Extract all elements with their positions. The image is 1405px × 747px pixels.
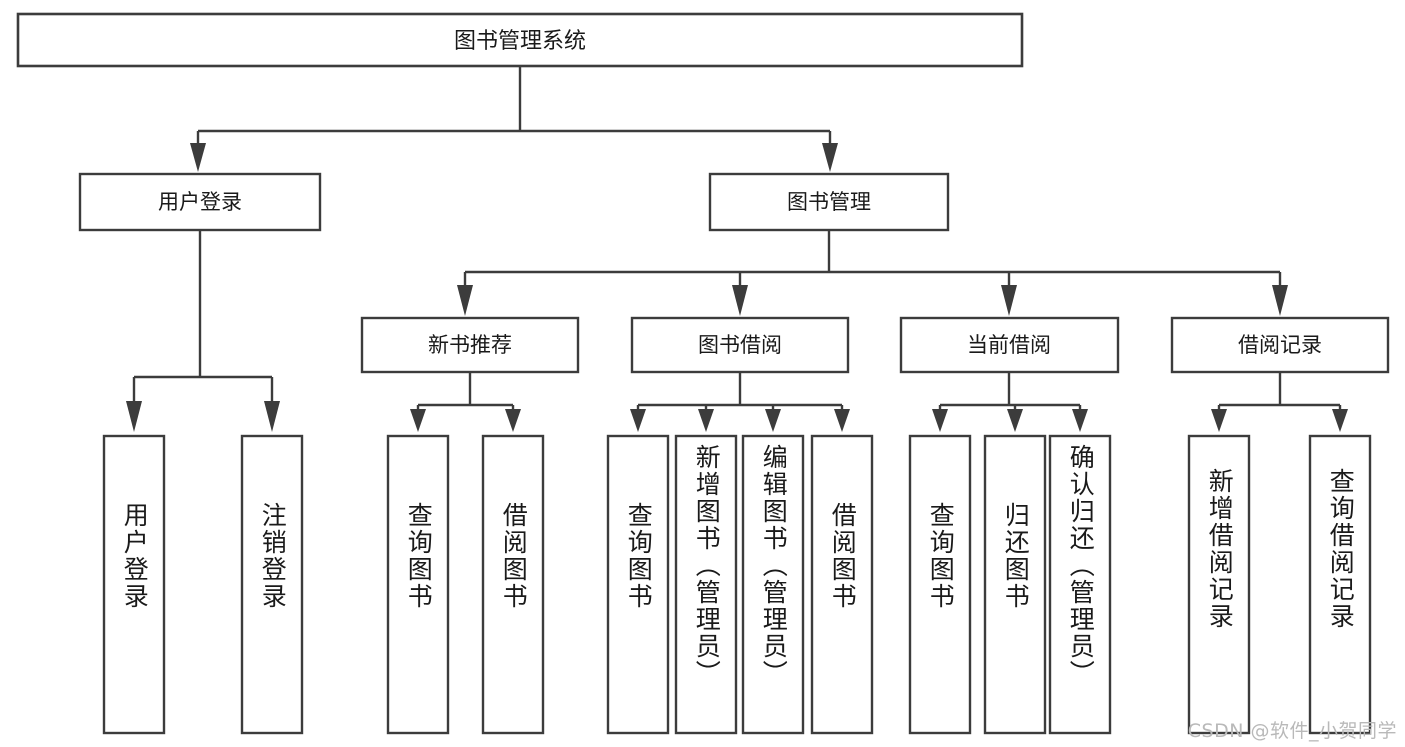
node-current-borrow-box[interactable] (899, 316, 1120, 374)
node-current-borrow-label: 当前借阅 (967, 333, 1051, 357)
leaf-box-confirm-return[interactable] (1048, 434, 1112, 735)
arrow-to-leaf-query-record (1332, 409, 1348, 432)
arrow-to-leaf-edit-book (765, 409, 781, 432)
leaf-box-query-record[interactable] (1308, 434, 1372, 735)
node-new-book-rec-box[interactable] (360, 316, 580, 374)
arrow-to-leaf-confirm-return (1072, 409, 1088, 432)
node-book-borrow-label: 图书借阅 (698, 333, 782, 357)
node-user-login-box[interactable] (78, 172, 322, 232)
csdn-watermark: CSDN @软件_小贺同学 (1187, 720, 1397, 742)
node-borrow-record[interactable]: 借阅记录 (1170, 316, 1390, 374)
node-new-book-rec-label: 新书推荐 (428, 333, 512, 357)
arrow-to-borrow-record (1272, 285, 1288, 316)
arrow-to-leaf-add-book (698, 409, 714, 432)
arrow-to-leaf-query-book-1 (410, 409, 426, 432)
leaf-box-user-logout[interactable] (240, 434, 304, 735)
leaf-box-user-login[interactable] (102, 434, 166, 735)
connector-root-to-level2 (190, 66, 838, 172)
node-book-manage[interactable]: 图书管理 (708, 172, 950, 232)
arrow-to-user-login (190, 143, 206, 172)
leaf-box-query-book-1[interactable] (386, 434, 450, 735)
leaf-box-add-book[interactable] (674, 434, 738, 735)
arrow-to-leaf-query-book-2 (630, 409, 646, 432)
leaf-box-borrow-book-2[interactable] (810, 434, 874, 735)
leaf-box-query-book-3[interactable] (908, 434, 972, 735)
connector-user-login-to-leaves (126, 230, 280, 432)
node-borrow-record-label: 借阅记录 (1238, 333, 1322, 357)
arrow-to-book-manage (822, 143, 838, 172)
arrow-to-leaf-borrow-book-1 (505, 409, 521, 432)
node-root-box[interactable] (16, 12, 1024, 68)
arrow-to-new-book-rec (457, 285, 473, 316)
arrow-to-book-borrow (732, 285, 748, 316)
arrow-to-leaf-user-logout (264, 401, 280, 432)
leaf-box-return-book[interactable] (983, 434, 1047, 735)
leaf-box-query-book-2[interactable] (606, 434, 670, 735)
arrow-to-leaf-query-book-3 (932, 409, 948, 432)
leaf-box-borrow-book-1[interactable] (481, 434, 545, 735)
leaf-box-add-record[interactable] (1187, 434, 1251, 735)
node-user-login[interactable]: 用户登录 (78, 172, 322, 232)
node-new-book-rec[interactable]: 新书推荐 (360, 316, 580, 374)
arrow-to-leaf-user-login (126, 401, 142, 432)
node-book-borrow[interactable]: 图书借阅 (630, 316, 850, 374)
arrow-to-leaf-add-record (1211, 409, 1227, 432)
node-current-borrow[interactable]: 当前借阅 (899, 316, 1120, 374)
node-root-label: 图书管理系统 (454, 29, 586, 54)
node-root[interactable]: 图书管理系统 (16, 12, 1024, 68)
node-user-login-label: 用户登录 (158, 190, 242, 214)
connector-current-borrow-to-leaves (932, 372, 1088, 432)
arrow-to-leaf-borrow-book-2 (834, 409, 850, 432)
connector-book-manage-to-level3 (457, 230, 1288, 316)
connector-book-borrow-to-leaves (630, 372, 850, 432)
arrow-to-current-borrow (1001, 285, 1017, 316)
connector-borrow-record-to-leaves (1211, 372, 1348, 432)
leaf-box-edit-book[interactable] (741, 434, 805, 735)
connector-new-book-rec-to-leaves (410, 372, 521, 432)
node-book-manage-label: 图书管理 (787, 190, 871, 214)
arrow-to-leaf-return-book (1007, 409, 1023, 432)
